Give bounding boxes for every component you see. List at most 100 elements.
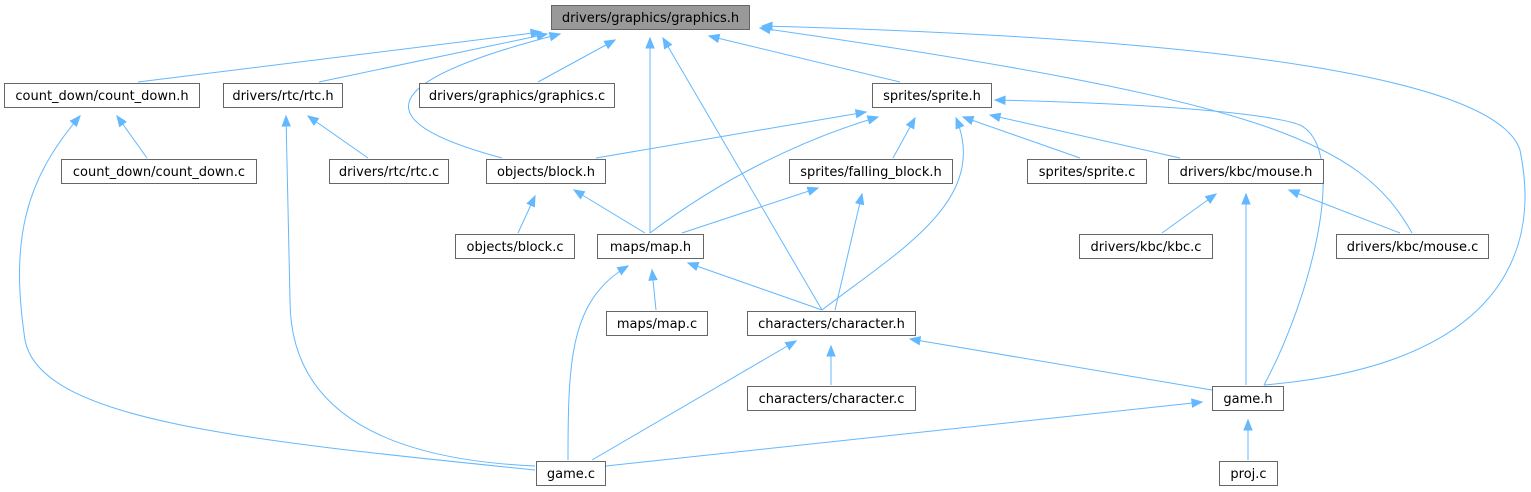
arrowhead-proj_c-to-game_h (1243, 418, 1253, 431)
edge-block_h-to-sprite_h (595, 111, 867, 159)
node-mouse-c[interactable]: drivers/kbc/mouse.c (1336, 234, 1489, 259)
node-map-c[interactable]: maps/map.c (606, 311, 708, 336)
arrowhead-game_c-to-map_h (616, 265, 630, 276)
arrowhead-mouse_h-to-sprite_h (988, 112, 1002, 122)
edge-map_h-to-falling_block_h (681, 187, 819, 234)
edge-game_h-to-character_h (909, 338, 1213, 391)
node-label: game.h (1223, 392, 1272, 407)
arrowhead-block_c-to-block_h (526, 194, 536, 208)
node-label: maps/map.c (617, 317, 697, 332)
node-map-h[interactable]: maps/map.h (597, 234, 704, 259)
node-rtc-h[interactable]: drivers/rtc/rtc.h (223, 83, 343, 108)
node-box (551, 5, 750, 30)
arrowhead-block_h-to-sprite_h (854, 109, 868, 119)
node-label: objects/block.h (497, 165, 595, 180)
node-sprite-h[interactable]: sprites/sprite.h (872, 83, 992, 108)
edge-game_h-to-graphics_h (761, 25, 1526, 386)
node-count-down-h[interactable]: count_down/count_down.h (4, 83, 200, 108)
node-game-h[interactable]: game.h (1212, 386, 1284, 411)
node-proj-c[interactable]: proj.c (1219, 461, 1278, 486)
node-label: characters/character.h (758, 317, 905, 332)
node-box (61, 159, 257, 184)
node-label: drivers/graphics/graphics.c (429, 89, 605, 104)
arrowhead-character_h-to-falling_block_h (855, 192, 865, 206)
arrowhead-character_h-to-graphics_h (662, 36, 673, 50)
node-count-down-c[interactable]: count_down/count_down.c (61, 159, 257, 184)
arrowhead-block_h-to-graphics_h (548, 32, 562, 42)
node-kbc-c[interactable]: drivers/kbc/kbc.c (1079, 234, 1213, 259)
node-block-c[interactable]: objects/block.c (455, 234, 575, 259)
arrowhead-map_h-to-graphics_h (645, 36, 655, 49)
node-label: maps/map.h (610, 240, 691, 255)
node-label: drivers/kbc/mouse.c (1347, 240, 1479, 255)
node-box (455, 234, 575, 259)
edge-map_h-to-sprite_h (649, 116, 879, 234)
arrowhead-game_c-to-character_h (784, 340, 798, 351)
node-block-h[interactable]: objects/block.h (486, 159, 606, 184)
edges-layer (19, 21, 1526, 471)
node-character-c[interactable]: characters/character.c (747, 386, 916, 411)
arrowhead-falling_block_h-to-sprite_h (905, 116, 916, 130)
edge-character_h-to-sprite_h (821, 117, 964, 311)
edge-graphics_c-to-graphics_h (537, 39, 616, 83)
node-box (536, 461, 606, 486)
node-label: sprites/sprite.c (1039, 165, 1136, 180)
node-game-c[interactable]: game.c (536, 461, 606, 486)
node-graphics-h[interactable]: drivers/graphics/graphics.h (551, 5, 750, 30)
arrowhead-game_h-to-graphics_h (760, 21, 773, 32)
nodes-layer: drivers/graphics/graphics.h count_down/co… (4, 5, 1489, 486)
node-sprite-c[interactable]: sprites/sprite.c (1027, 159, 1147, 184)
edge-game_c-to-count_down_h (19, 115, 536, 471)
edge-game_c-to-character_h (591, 340, 797, 461)
node-label: count_down/count_down.c (73, 165, 245, 180)
node-box (329, 159, 449, 184)
arrowhead-graphics_c-to-graphics_h (603, 39, 617, 50)
node-box (747, 386, 916, 411)
arrowhead-kbc_c-to-mouse_h (1204, 193, 1218, 204)
edge-rtc_h-to-graphics_h (318, 33, 548, 83)
node-box (1212, 386, 1284, 411)
node-box (4, 83, 200, 108)
arrowhead-game_h-to-sprite_h (993, 95, 1006, 105)
node-box (597, 234, 704, 259)
node-box (223, 83, 343, 108)
node-box (606, 311, 708, 336)
arrowhead-map_c-to-map_h (648, 268, 658, 281)
arrowhead-game_h-to-mouse_h (1241, 192, 1251, 205)
edge-character_h-to-falling_block_h (834, 193, 863, 311)
node-label: drivers/rtc/rtc.c (339, 165, 439, 180)
arrowhead-game_c-to-count_down_h (69, 114, 81, 128)
node-label: objects/block.c (467, 240, 564, 255)
edge-sprite_c-to-sprite_h (962, 116, 1081, 159)
node-box (747, 311, 916, 336)
node-label: count_down/count_down.h (15, 89, 188, 104)
arrowhead-game_h-to-character_h (908, 336, 922, 346)
edge-block_h-to-graphics_h (408, 33, 561, 159)
node-label: drivers/rtc/rtc.h (232, 89, 333, 104)
node-label: drivers/kbc/mouse.h (1180, 165, 1313, 180)
edge-mouse_h-to-sprite_h (989, 114, 1181, 159)
node-character-h[interactable]: characters/character.h (747, 311, 916, 336)
node-rtc-c[interactable]: drivers/rtc/rtc.c (329, 159, 449, 184)
node-graphics-c[interactable]: drivers/graphics/graphics.c (419, 83, 615, 108)
node-box (1168, 159, 1324, 184)
node-mouse-h[interactable]: drivers/kbc/mouse.h (1168, 159, 1324, 184)
edge-mouse_c-to-graphics_h (759, 27, 1413, 234)
node-label: drivers/kbc/kbc.c (1091, 240, 1202, 255)
edge-game_h-to-sprite_h (994, 99, 1324, 386)
node-box (789, 159, 953, 184)
arrowhead-rtc_h-to-graphics_h (535, 31, 549, 41)
node-label: drivers/graphics/graphics.h (562, 11, 739, 26)
node-label: sprites/sprite.h (883, 89, 981, 104)
node-label: sprites/falling_block.h (800, 165, 941, 180)
node-label: game.c (547, 467, 595, 482)
edge-game_c-to-rtc_h (285, 115, 536, 467)
arrowhead-mouse_c-to-mouse_h (1287, 189, 1301, 199)
edge-kbc_c-to-mouse_h (1161, 193, 1217, 234)
edge-sprite_h-to-graphics_h (708, 35, 901, 83)
edge-game_c-to-map_h (567, 265, 629, 461)
node-falling-block-h[interactable]: sprites/falling_block.h (789, 159, 953, 184)
edge-mouse_c-to-mouse_h (1288, 189, 1401, 234)
arrowhead-game_c-to-game_h (1191, 398, 1204, 408)
